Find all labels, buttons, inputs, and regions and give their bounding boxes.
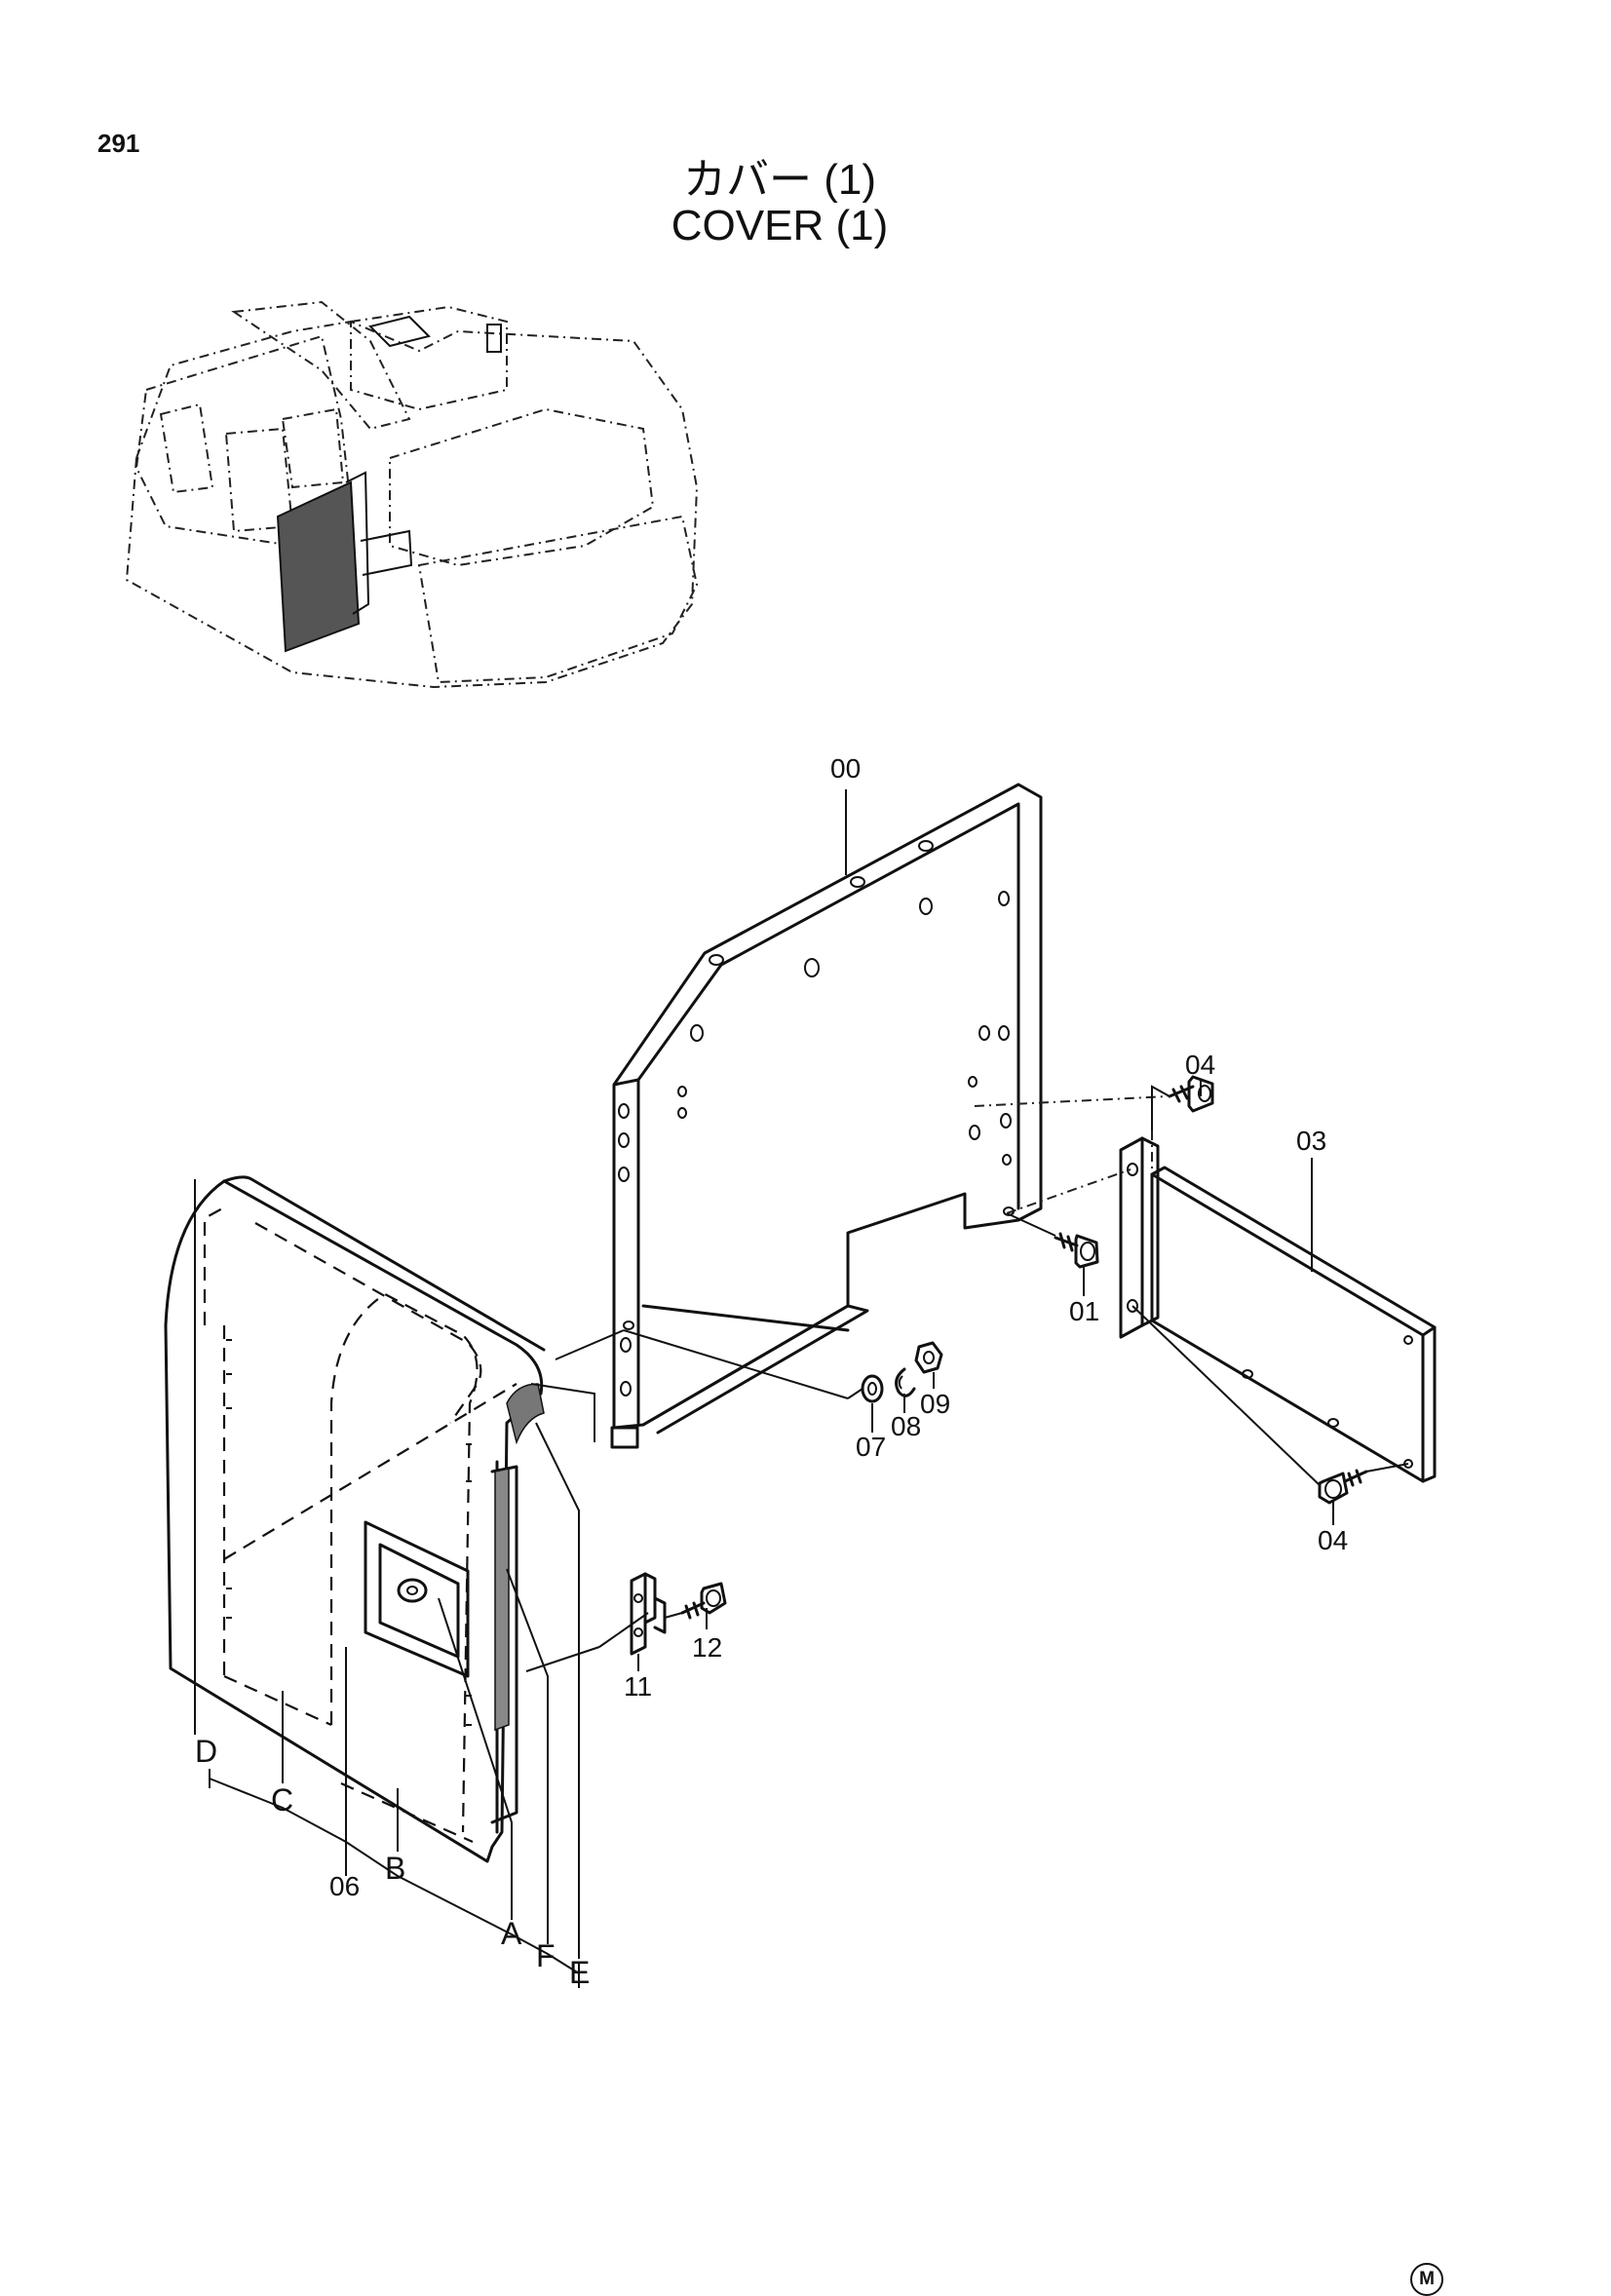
leader-f [506, 1568, 549, 1944]
assembly-baseline [209, 1778, 580, 1974]
cab-front-window [159, 402, 214, 494]
highlighted-cover-location [276, 480, 361, 653]
label-04-bottom: 04 [1318, 1525, 1348, 1555]
mount-stub [368, 315, 431, 348]
title-japanese: カバー (1) [683, 156, 876, 204]
machine-body-outline [125, 320, 699, 689]
cover-lock-keyhole [406, 1586, 418, 1595]
label-12: 12 [692, 1632, 722, 1663]
cover-top-rim [222, 1175, 546, 1352]
plate-flange-hole-bottom [1127, 1299, 1138, 1313]
part-03-plate [1119, 1136, 1437, 1483]
counterweight-outline [417, 515, 699, 684]
part-00-frame [610, 783, 1043, 1449]
label-07: 07 [856, 1432, 886, 1462]
boom-outline [231, 300, 411, 431]
frame-left-flange [612, 1078, 640, 1425]
plate-hole-2 [1327, 1418, 1339, 1428]
cover-lock-cylinder [397, 1578, 428, 1603]
circled-m-mark: M [1410, 2263, 1443, 2296]
cover-highlight-bracket [360, 529, 413, 576]
engine-hood-outline [389, 407, 655, 567]
cover-inner-contour-c [254, 1222, 482, 1424]
plate-flange-hole-top [1127, 1163, 1138, 1176]
frame-bottom-flange [641, 1304, 869, 1435]
bolt-01 [1054, 1232, 1099, 1269]
plate-top-edge [1150, 1166, 1437, 1337]
washer-07 [861, 1374, 884, 1403]
label-01: 01 [1069, 1296, 1099, 1326]
label-c: C [271, 1782, 293, 1818]
plate-right-edge [1421, 1325, 1437, 1483]
cover-inner-contour-b [340, 1781, 474, 1844]
label-e: E [569, 1955, 590, 1990]
cover-inner-contour-bottom [223, 1674, 332, 1727]
plate-flange-join [1140, 1136, 1160, 1327]
bolt-04-top [1168, 1075, 1214, 1113]
frame-holes [618, 840, 1015, 1397]
label-04-top: 04 [1185, 1050, 1215, 1080]
cover-outline [164, 1179, 544, 1863]
cover-inner-contour-left [203, 1205, 227, 1325]
leader-a [438, 1597, 513, 1920]
cover-corner-seal [506, 1383, 545, 1445]
label-b: B [385, 1851, 405, 1886]
label-d: D [195, 1734, 217, 1769]
leader-lines [194, 789, 1334, 1988]
label-06: 06 [329, 1871, 360, 1901]
label-f: F [536, 1938, 556, 1973]
cover-handle-recess [364, 1520, 470, 1678]
title-english: COVER (1) [671, 202, 889, 249]
label-09: 09 [920, 1389, 950, 1419]
callout-labels: 00 04 03 01 09 08 07 04 12 11 D C B 06 A… [195, 753, 1348, 1990]
frame-foot-block [610, 1426, 639, 1449]
cover-hidden-bracket [223, 1383, 518, 1560]
alignment-lines [525, 1085, 1409, 1672]
label-11: 11 [624, 1671, 652, 1702]
spring-washer-08 [895, 1367, 916, 1397]
nut-09 [914, 1341, 943, 1374]
cab-door-window [281, 407, 345, 489]
plate-face [1150, 1172, 1425, 1483]
cover-inner-contour-main [329, 1292, 479, 1833]
label-a: A [501, 1916, 522, 1951]
exhaust-box [350, 305, 508, 411]
label-08: 08 [891, 1411, 921, 1441]
cover-seal-strip [494, 1468, 510, 1732]
plate-hole-1 [1242, 1369, 1253, 1379]
frame-bottom-step [641, 1304, 850, 1332]
part-06-cover-panel [164, 1175, 546, 1863]
machine-overview [125, 300, 699, 689]
page-number: 291 [97, 129, 140, 158]
plate-mount-flange [1119, 1136, 1144, 1339]
cover-highlight-frame [345, 471, 370, 615]
cover-rivet-marks [226, 1339, 472, 1726]
plate-hole-3 [1403, 1335, 1413, 1345]
frame-inner-edge [636, 802, 1020, 1210]
exhaust-pipe [486, 324, 502, 353]
label-00: 00 [830, 753, 861, 784]
bolt-12 [680, 1582, 727, 1620]
leader-e [535, 1422, 580, 1959]
label-03: 03 [1296, 1126, 1326, 1156]
bolt-04-bottom [1318, 1469, 1368, 1505]
